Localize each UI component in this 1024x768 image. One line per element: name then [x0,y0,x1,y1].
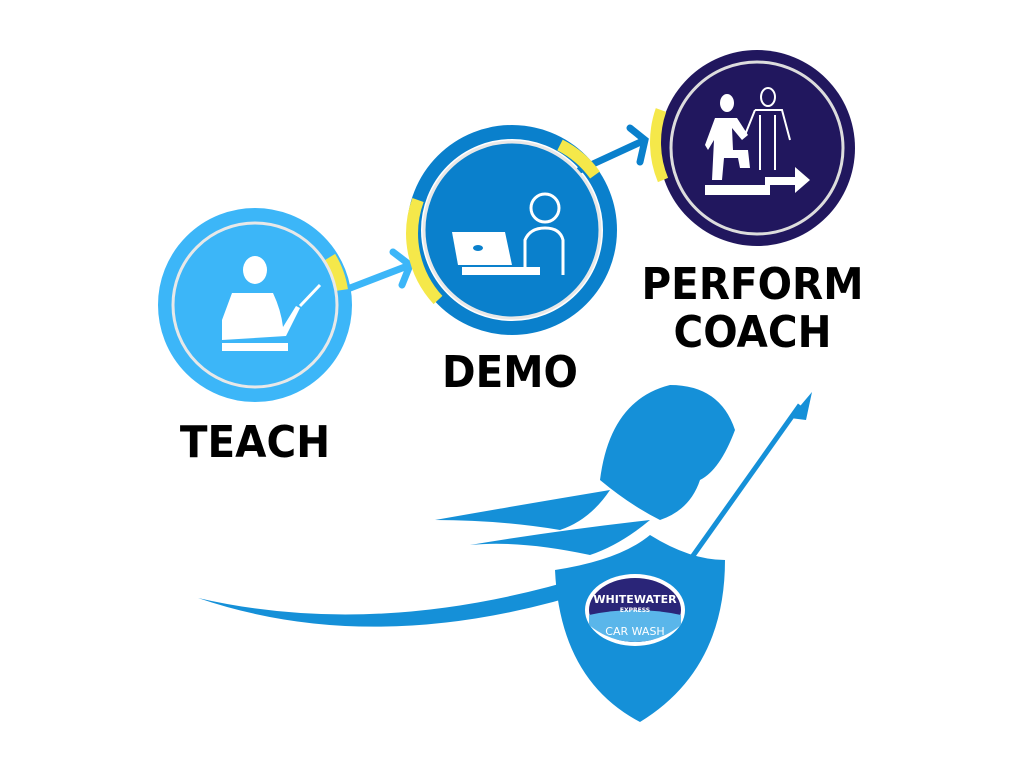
spear-tip [790,392,812,420]
cape-wave [470,520,650,555]
step-label-coach: COACH [673,307,832,358]
step-label-demo: DEMO [442,347,578,398]
step-label-teach: TEACH [179,417,331,468]
coach-step-icon [705,87,810,195]
swoosh [198,575,600,627]
step-perform [650,50,855,246]
whitewater-badge: WHITEWATER EXPRESS CAR WASH [585,574,685,646]
logo-text: WHITEWATER [593,593,677,606]
step-label-perform: PERFORM [641,259,864,310]
step-teach [158,208,352,402]
arrow-teach-demo [341,248,415,294]
laptop-user-icon [452,192,565,275]
helmet [600,385,735,520]
spear [687,403,803,562]
logo-text: EXPRESS [620,607,650,614]
teacher-icon [222,256,322,351]
cape-wave [435,490,610,530]
step-demo [406,125,617,335]
logo-text: CAR WASH [605,625,664,638]
